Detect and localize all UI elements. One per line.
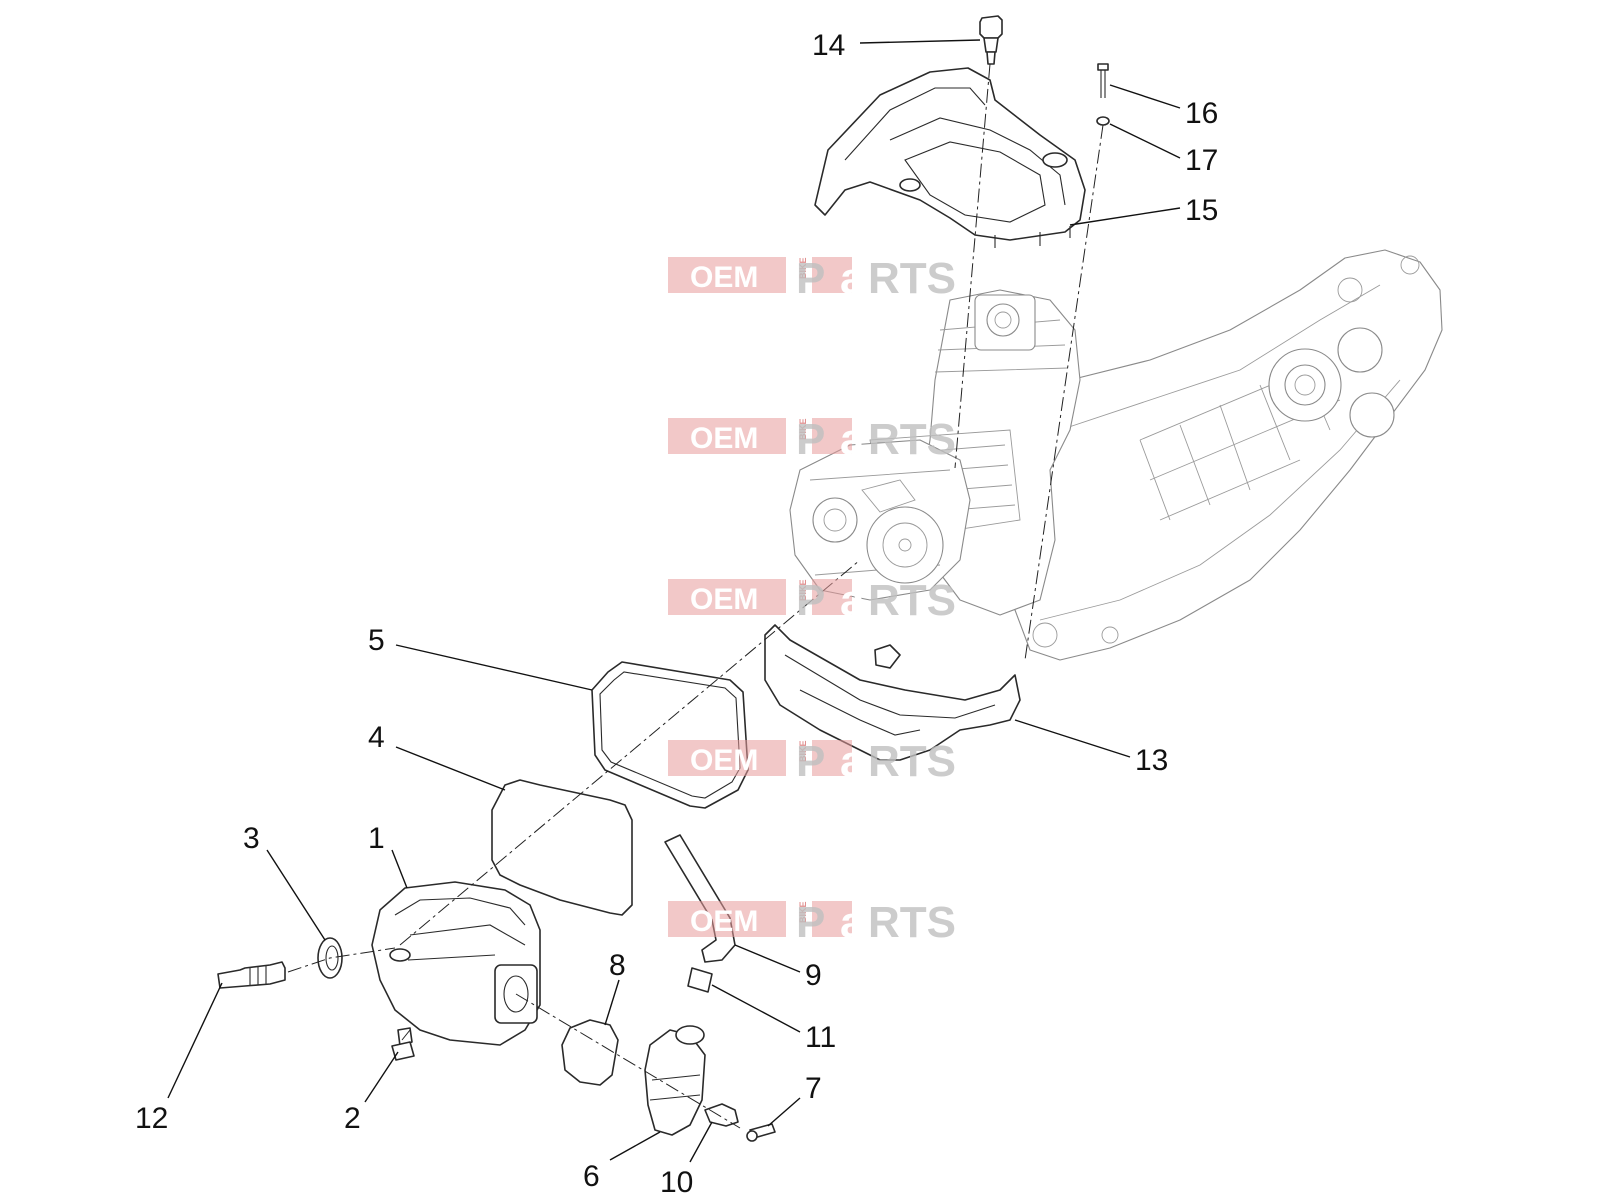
leader-14 — [859, 39, 981, 44]
svg-text:OEM: OEM — [690, 422, 758, 455]
svg-text:a: a — [840, 898, 865, 947]
svg-text:BIKE: BIKE — [798, 740, 808, 762]
callout-12: 12 — [135, 1102, 168, 1135]
svg-text:P: P — [796, 737, 825, 786]
callouts: 1 2 3 4 5 6 7 8 9 10 11 12 13 14 15 16 1… — [135, 29, 1218, 1199]
svg-text:a: a — [840, 576, 865, 625]
callout-4: 4 — [368, 721, 385, 754]
callout-13: 13 — [1135, 744, 1168, 777]
svg-text:P: P — [796, 415, 825, 464]
callout-10: 10 — [660, 1166, 693, 1199]
watermark-1: OEM BIKE P a RTS — [668, 254, 956, 303]
callout-9: 9 — [805, 959, 822, 992]
leader-1 — [391, 849, 408, 889]
callout-15: 15 — [1185, 194, 1218, 227]
part-9-hose — [664, 834, 736, 963]
part-16-screw — [1097, 63, 1109, 98]
svg-text:BIKE: BIKE — [798, 257, 808, 279]
part-14-sensor — [979, 15, 1003, 65]
callout-5: 5 — [368, 624, 385, 657]
callout-16: 16 — [1185, 97, 1218, 130]
leader-9 — [734, 944, 801, 973]
svg-text:OEM: OEM — [690, 261, 758, 294]
callout-3: 3 — [243, 822, 260, 855]
engine-cylinder-head — [789, 439, 971, 601]
leader-lines — [167, 39, 1181, 1163]
callout-14: 14 — [812, 29, 845, 62]
svg-text:RTS: RTS — [868, 898, 956, 947]
leader-3 — [266, 849, 326, 941]
svg-text:BIKE: BIKE — [798, 418, 808, 440]
leader-7 — [767, 1097, 801, 1127]
leader-17 — [1109, 123, 1181, 159]
leader-5 — [395, 644, 593, 691]
part-5-gasket — [591, 661, 749, 809]
engine-crankcase — [999, 249, 1443, 661]
part-6-breather — [644, 1025, 706, 1136]
watermark-3: OEM BIKE P a RTS — [668, 576, 956, 625]
leader-16 — [1109, 84, 1181, 109]
leader-2 — [364, 1051, 399, 1103]
svg-text:BIKE: BIKE — [798, 579, 808, 601]
callout-1: 1 — [368, 822, 385, 855]
svg-text:BIKE: BIKE — [798, 901, 808, 923]
svg-text:RTS: RTS — [868, 737, 956, 786]
svg-text:OEM: OEM — [690, 905, 758, 938]
leader-13 — [1014, 719, 1131, 758]
svg-text:RTS: RTS — [868, 254, 956, 303]
leader-12 — [167, 982, 223, 1099]
watermark-4: OEM BIKE P a RTS — [668, 737, 956, 786]
callout-2: 2 — [344, 1102, 361, 1135]
svg-text:a: a — [840, 737, 865, 786]
svg-text:P: P — [796, 576, 825, 625]
part-10-clip — [704, 1103, 739, 1127]
part-7-screw — [746, 1123, 776, 1142]
leader-10 — [689, 1121, 713, 1163]
callout-11: 11 — [805, 1021, 836, 1054]
part-1-valve-cover — [371, 881, 541, 1046]
leader-4 — [395, 746, 506, 791]
part-15-cover — [814, 67, 1086, 248]
leader-11 — [711, 984, 801, 1033]
part-13-plate — [764, 624, 1021, 761]
watermark-5: OEM BIKE P a RTS — [668, 898, 956, 947]
part-4-gasket — [491, 779, 633, 916]
leader-15 — [1069, 207, 1181, 226]
watermark-2: OEM BIKE P a RTS — [668, 415, 956, 464]
svg-text:OEM: OEM — [690, 583, 758, 616]
part-17-washer — [1096, 116, 1110, 126]
svg-text:RTS: RTS — [868, 576, 956, 625]
callout-17: 17 — [1185, 144, 1218, 177]
part-12-spark-plug — [217, 961, 286, 989]
svg-text:a: a — [840, 254, 865, 303]
svg-text:a: a — [840, 415, 865, 464]
leader-8 — [604, 979, 620, 1026]
assembly-axes — [287, 63, 1104, 1129]
svg-text:P: P — [796, 254, 825, 303]
svg-text:P: P — [796, 898, 825, 947]
leader-6 — [609, 1131, 661, 1161]
callout-6: 6 — [583, 1160, 600, 1193]
part-11-clamp — [687, 967, 713, 993]
callout-8: 8 — [609, 949, 626, 982]
callout-7: 7 — [805, 1072, 822, 1105]
svg-text:RTS: RTS — [868, 415, 956, 464]
svg-text:OEM: OEM — [690, 744, 758, 777]
part-8-seal — [561, 1019, 619, 1086]
